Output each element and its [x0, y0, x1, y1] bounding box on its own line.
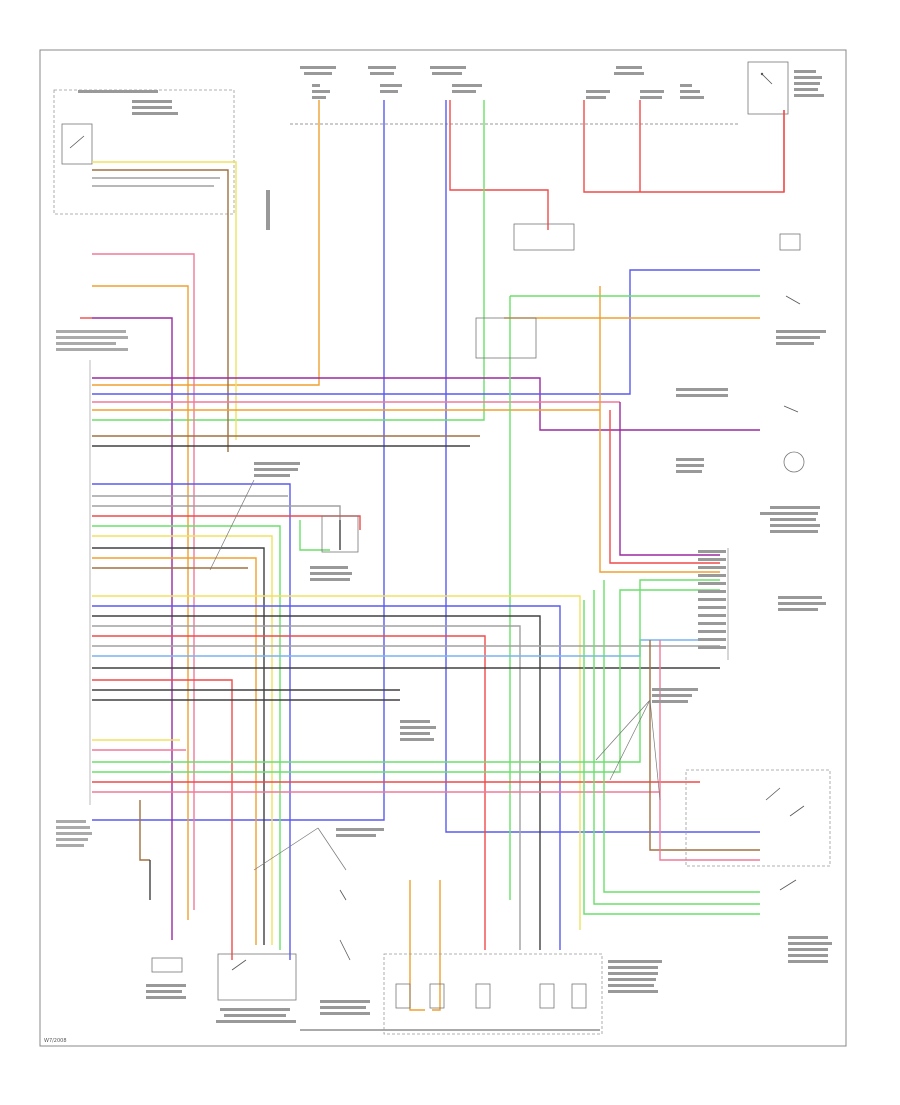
ecm-connector-left: [56, 330, 128, 847]
right-top-sensors: [676, 233, 826, 533]
left-relay-box: [53, 89, 235, 215]
top-fuse-labels: [300, 66, 704, 99]
footer-code: W7/2008: [44, 1038, 67, 1044]
bottom-components: [146, 889, 662, 1035]
right-bottom-switch-box: [685, 769, 832, 963]
callout-labels: [254, 190, 698, 837]
callout-leaders: [209, 479, 661, 871]
wires: [80, 100, 785, 1031]
top-right-switch: [747, 61, 824, 115]
middle-relays: [321, 223, 575, 553]
diagram-frame: [39, 49, 847, 1047]
right-connector-block: [698, 548, 826, 660]
